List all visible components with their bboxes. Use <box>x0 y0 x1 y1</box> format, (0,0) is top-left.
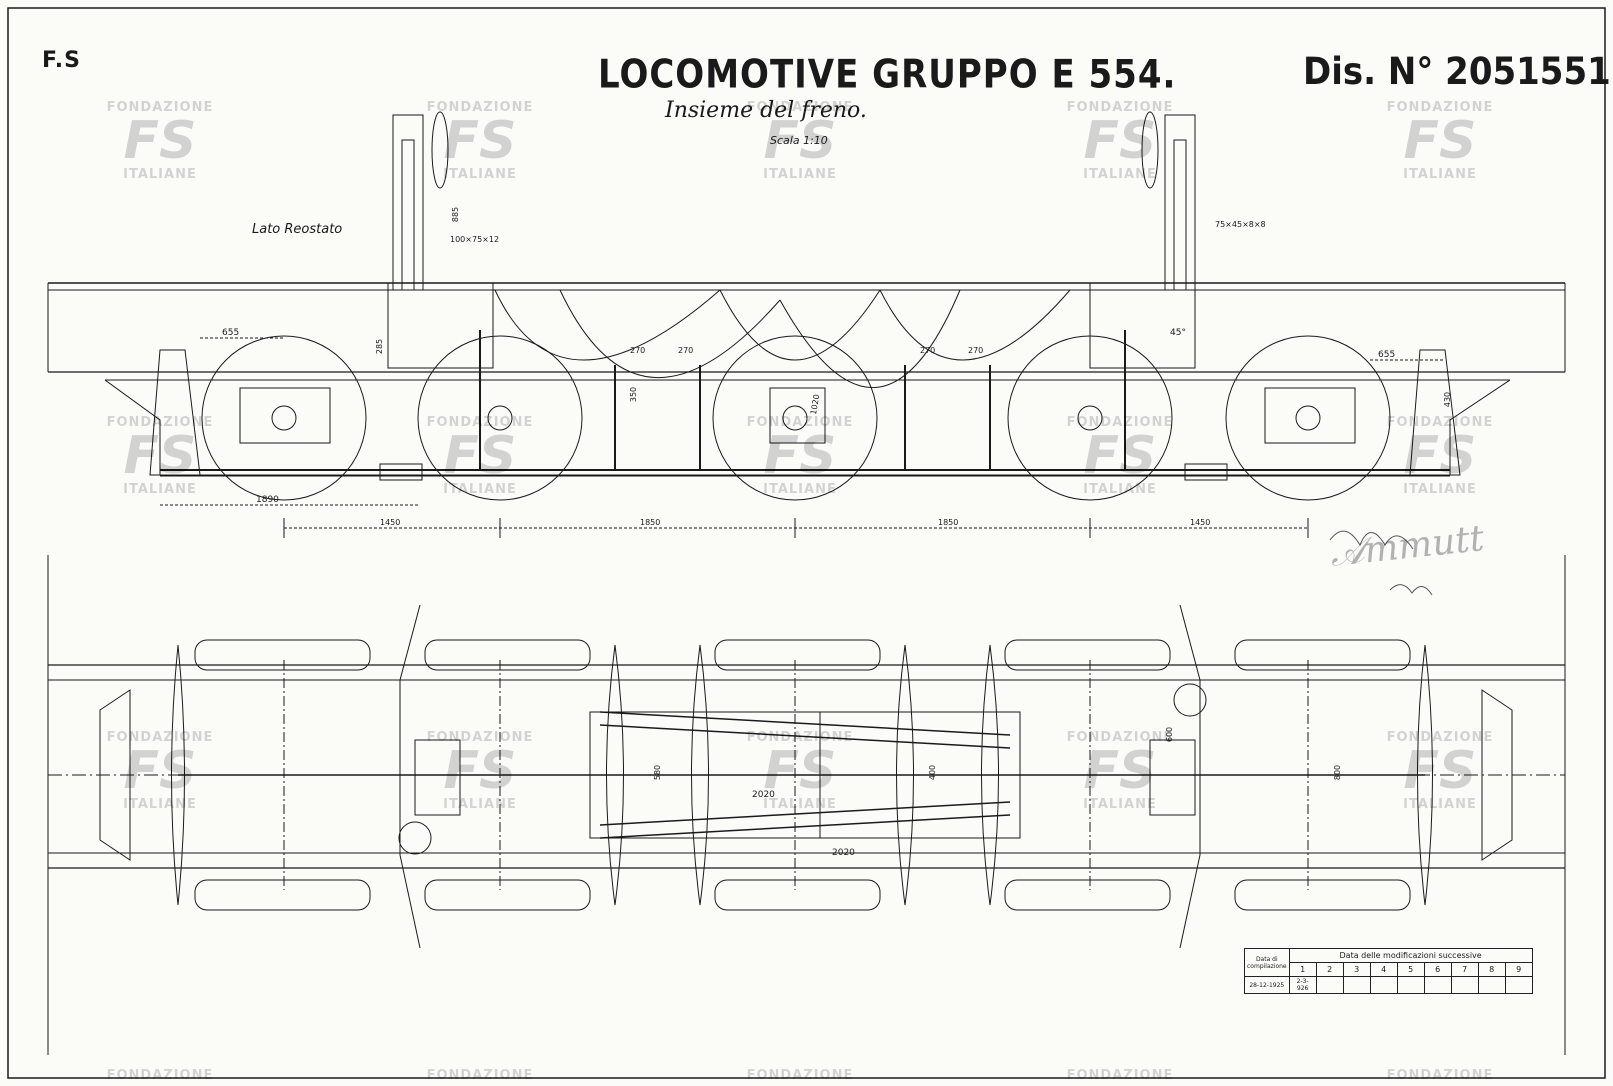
rev-empty <box>1477 976 1506 994</box>
dim-1850-right: 1850 <box>938 518 959 527</box>
fs-mark: F.S <box>42 48 81 73</box>
rev-number: 6 <box>1423 962 1452 977</box>
rev-number: 4 <box>1369 962 1398 977</box>
dim-655-left: 655 <box>222 328 240 338</box>
dim-1450-left: 1450 <box>380 518 401 527</box>
rev-date-header: Data di compilazione <box>1244 948 1290 977</box>
rev-empty <box>1423 976 1452 994</box>
dim-270-c: 270 <box>920 346 936 355</box>
scale-label: Scala 1:10 <box>770 134 828 147</box>
rev-number: 9 <box>1504 962 1533 977</box>
dim-2020-b: 2020 <box>832 848 855 858</box>
rev-empty <box>1450 976 1479 994</box>
profile-left: 100×75×12 <box>450 235 500 244</box>
dim-270-b: 270 <box>678 346 694 355</box>
dim-2020-a: 2020 <box>752 790 775 800</box>
angle-45: 45° <box>1170 328 1186 338</box>
dim-1450-right: 1450 <box>1190 518 1211 527</box>
revision-table: Data di compilazione Data delle modifica… <box>1244 948 1533 994</box>
rev-empty <box>1396 976 1425 994</box>
rev-number: 8 <box>1477 962 1506 977</box>
dim-400: 400 <box>928 764 938 781</box>
rev-number: 7 <box>1450 962 1479 977</box>
dim-270-d: 270 <box>968 346 984 355</box>
rev-number: 2 <box>1315 962 1344 977</box>
dim-430: 430 <box>1443 391 1453 408</box>
dim-885: 885 <box>451 206 461 223</box>
rev-number: 3 <box>1342 962 1371 977</box>
dim-1850-left: 1850 <box>640 518 661 527</box>
dim-1890: 1890 <box>256 495 279 505</box>
dim-655-right: 655 <box>1378 350 1396 360</box>
rev-empty <box>1369 976 1398 994</box>
dim-800: 800 <box>1333 764 1343 781</box>
rev-empty <box>1342 976 1371 994</box>
rev-empty <box>1504 976 1533 994</box>
rev-compile-date: 28-12-1925 <box>1244 976 1290 994</box>
rev-mods-header: Data delle modificazioni successive <box>1288 948 1533 963</box>
dim-580: 580 <box>653 764 663 781</box>
rev-mod1-date: 2-3-926 <box>1288 976 1317 994</box>
rev-number: 5 <box>1396 962 1425 977</box>
drawing-number: Dis. N° 2051551 <box>1303 50 1611 94</box>
drawing-subtitle: Insieme del freno. <box>665 98 867 123</box>
dim-285: 285 <box>375 338 385 355</box>
dim-350: 350 <box>629 386 639 403</box>
dim-600: 600 <box>1165 726 1175 743</box>
rev-number: 1 <box>1288 962 1317 977</box>
profile-right: 75×45×8×8 <box>1215 220 1266 229</box>
drawing-title: LOCOMOTIVE GRUPPO E 554. <box>598 52 1177 98</box>
rev-empty <box>1315 976 1344 994</box>
side-label: Lato Reostato <box>252 222 343 237</box>
dim-270-a: 270 <box>630 346 646 355</box>
